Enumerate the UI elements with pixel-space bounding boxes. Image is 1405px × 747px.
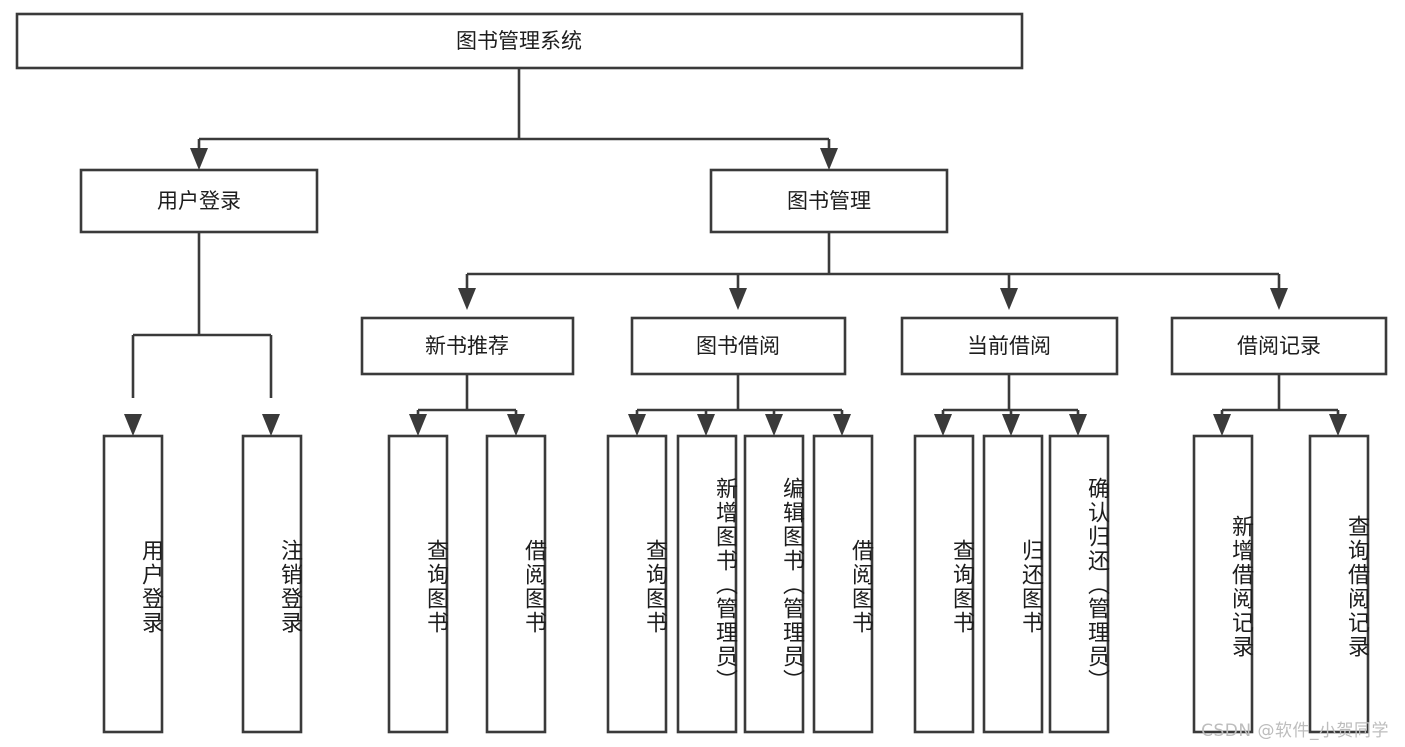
connector-group-new-book-rec [409, 374, 525, 436]
node-root-label: 图书管理系统 [456, 29, 582, 53]
node-current-borrow-label: 当前借阅 [967, 334, 1051, 358]
connector-group-borrow-record [1213, 374, 1347, 436]
arrow-leaf-query-book-1 [409, 414, 427, 436]
leaf-box-borrow-book-1[interactable] [485, 434, 547, 734]
leaf-box-logout[interactable] [241, 434, 303, 734]
watermark-text: CSDN @软件_小贺同学 [1201, 721, 1389, 741]
leaf-box-borrow-book-2[interactable] [812, 434, 874, 734]
arrow-to-book-borrow [729, 288, 747, 310]
arrow-leaf-borrow-book-1 [507, 414, 525, 436]
leaf-box-add-record[interactable] [1192, 434, 1254, 734]
leaf-box-edit-book[interactable] [743, 434, 805, 734]
node-book-borrow[interactable]: 图书借阅 [630, 316, 847, 376]
node-root[interactable]: 图书管理系统 [15, 12, 1024, 70]
node-user-login-label: 用户登录 [157, 189, 241, 213]
node-book-borrow-label: 图书借阅 [696, 334, 780, 358]
node-book-management-label: 图书管理 [787, 189, 871, 213]
connector-group-book-borrow [628, 374, 851, 436]
arrow-leaf-user-login [124, 414, 142, 436]
arrow-leaf-return-book [1002, 414, 1020, 436]
arrow-to-borrow-record [1270, 288, 1288, 310]
node-new-book-recommend-box[interactable] [360, 316, 575, 376]
arrow-leaf-add-book [697, 414, 715, 436]
arrow-leaf-query-record [1329, 414, 1347, 436]
arrow-to-current-borrow [1000, 288, 1018, 310]
leaf-boxes [102, 434, 1370, 734]
node-borrow-record[interactable]: 借阅记录 [1170, 316, 1388, 376]
leaf-box-confirm-return[interactable] [1048, 434, 1110, 734]
node-root-box[interactable] [15, 12, 1024, 70]
arrow-leaf-confirm-return [1069, 414, 1087, 436]
node-book-borrow-box[interactable] [630, 316, 847, 376]
node-current-borrow[interactable]: 当前借阅 [900, 316, 1119, 376]
node-new-book-recommend[interactable]: 新书推荐 [360, 316, 575, 376]
connector-group-book-mgmt [458, 232, 1288, 310]
leaf-box-query-book-2[interactable] [606, 434, 668, 734]
node-user-login-box[interactable] [79, 168, 319, 234]
node-borrow-record-box[interactable] [1170, 316, 1388, 376]
connector-group-root [190, 68, 838, 170]
node-book-management[interactable]: 图书管理 [709, 168, 949, 234]
leaf-box-add-book[interactable] [676, 434, 738, 734]
node-book-management-box[interactable] [709, 168, 949, 234]
connector-group-user-login [124, 232, 280, 436]
node-new-book-recommend-label: 新书推荐 [425, 334, 509, 358]
leaf-box-query-record[interactable] [1308, 434, 1370, 734]
leaf-box-return-book[interactable] [982, 434, 1044, 734]
connector-group-current-borrow [934, 374, 1087, 436]
arrow-leaf-query-book-3 [934, 414, 952, 436]
arrow-root-to-book-mgmt [820, 148, 838, 170]
arrow-to-new-book-rec [458, 288, 476, 310]
leaf-box-query-book-1[interactable] [387, 434, 449, 734]
arrow-leaf-borrow-book-2 [833, 414, 851, 436]
node-borrow-record-label: 借阅记录 [1237, 334, 1321, 358]
arrow-leaf-logout [262, 414, 280, 436]
node-user-login[interactable]: 用户登录 [79, 168, 319, 234]
arrow-root-to-user-login [190, 148, 208, 170]
leaf-box-user-login[interactable] [102, 434, 164, 734]
arrow-leaf-edit-book [765, 414, 783, 436]
node-current-borrow-box[interactable] [900, 316, 1119, 376]
arrow-leaf-query-book-2 [628, 414, 646, 436]
arrow-leaf-add-record [1213, 414, 1231, 436]
leaf-box-query-book-3[interactable] [913, 434, 975, 734]
